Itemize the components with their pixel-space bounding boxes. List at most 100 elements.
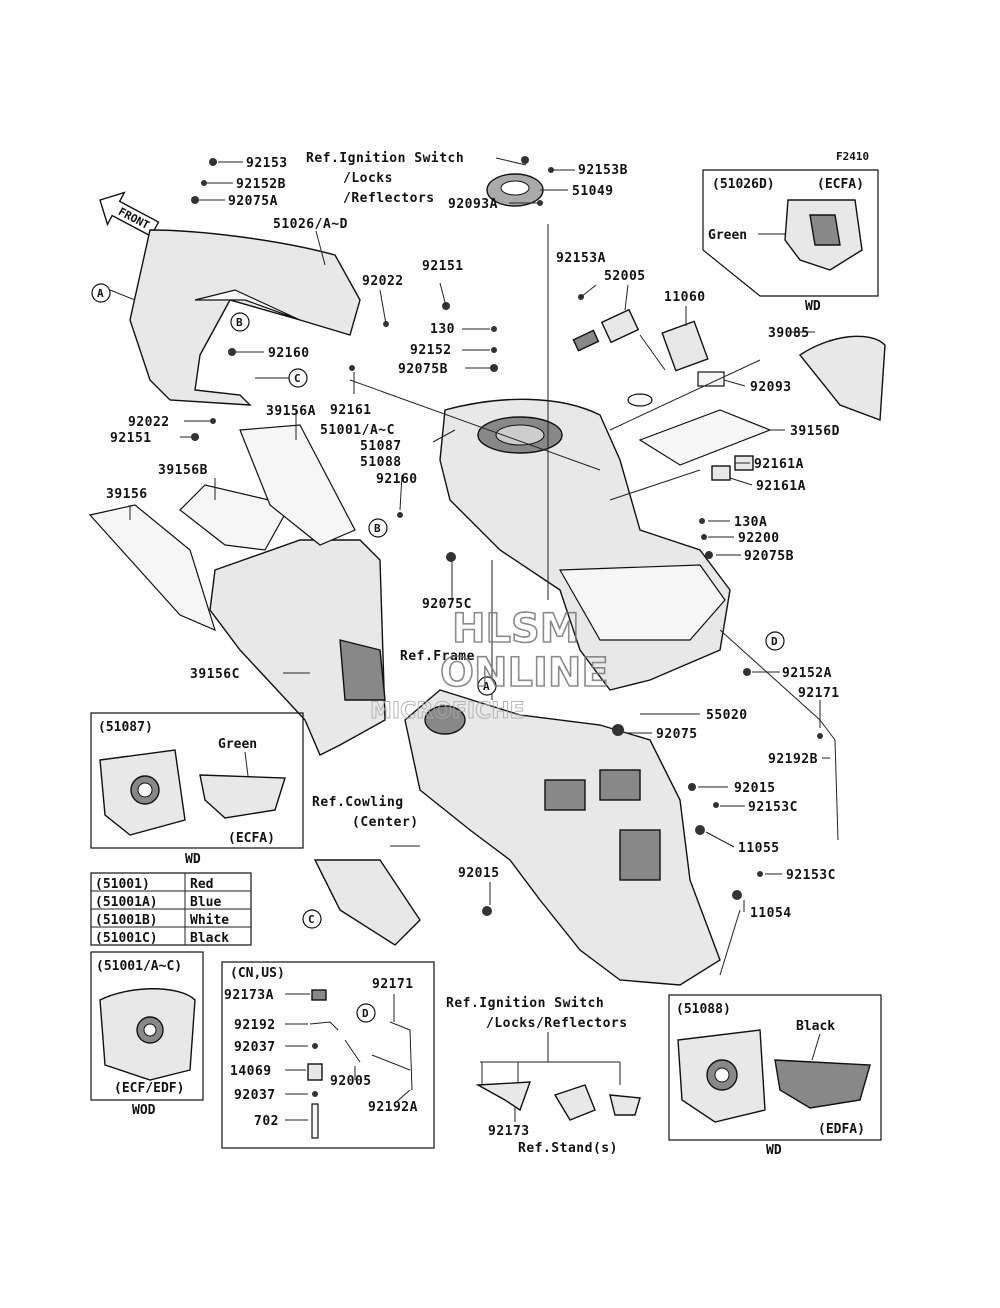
side-cover-part (209, 539, 386, 756)
pad-39156 (88, 504, 216, 632)
label-92152: 92152 (410, 343, 452, 358)
label-92075a: 92075A (228, 194, 278, 209)
ref-cowling-line2: (Center) (352, 815, 419, 830)
label-39085: 39085 (768, 326, 810, 341)
hose-92192b (819, 719, 839, 841)
inset-cnus-92005: 92005 (330, 1074, 372, 1089)
label-51001: 51001/A~C (320, 423, 395, 438)
diagram-code: F2410 (836, 150, 869, 163)
label-92153: 92153 (246, 156, 288, 171)
watermark: HLSM ONLINE MICROFICHE (370, 605, 610, 724)
label-92153b: 92153B (578, 163, 628, 178)
label-55020: 55020 (706, 708, 748, 723)
color-table-code: (51001C) (95, 931, 158, 946)
label-92152a: 92152A (782, 666, 832, 681)
color-table-code: (51001A) (95, 895, 158, 910)
inset-51088-footer: WD (766, 1143, 782, 1158)
label-92161a-1: 92161A (754, 457, 804, 472)
label-39156b: 39156B (158, 463, 208, 478)
label-92153c-1: 92153C (748, 800, 798, 815)
label-11060: 11060 (664, 290, 706, 305)
callout-c-1: C (255, 368, 308, 388)
label-11054: 11054 (750, 906, 792, 921)
callout-c-2: C (302, 909, 322, 929)
center-cowling-part (313, 859, 421, 946)
inset-51087: (51087) Green (ECFA) WD (90, 712, 304, 867)
label-92160-top: 92160 (268, 346, 310, 361)
label-92192b: 92192B (768, 752, 818, 767)
label-51026: 51026/A~D (273, 217, 348, 232)
inset-cnus-92192a: 92192A (368, 1100, 418, 1115)
label-92171-mid: 92171 (798, 686, 840, 701)
inset-51026d-footer: WD (805, 299, 821, 314)
inset-51088-region: (EDFA) (818, 1122, 865, 1137)
label-92153c-2: 92153C (786, 868, 836, 883)
watermark-line3: MICROFICHE (370, 699, 525, 724)
label-130a: 130A (734, 515, 767, 530)
label-51049: 51049 (572, 184, 614, 199)
inset-51087-footer: WD (185, 852, 201, 867)
callout-d-1: D (765, 631, 785, 651)
frame-part (404, 689, 721, 986)
label-92022-mid: 92022 (128, 415, 170, 430)
color-table-color: Black (190, 931, 229, 946)
label-92151-mid: 92151 (110, 431, 152, 446)
label-51088: 51088 (360, 455, 402, 470)
inset-51088: (51088) Black (EDFA) WD (668, 994, 882, 1158)
pad-39156a (239, 424, 356, 546)
stand-parts (475, 1032, 641, 1122)
ref-ignition-bottom-line1: Ref.Ignition Switch (446, 996, 604, 1011)
inset-51026d-region: (ECFA) (817, 177, 864, 192)
ref-ignition-top-line1: Ref.Ignition Switch (306, 151, 464, 166)
svg-text:A: A (97, 287, 104, 300)
color-table: (51001)Red(51001A)Blue(51001B)White(5100… (90, 872, 252, 946)
color-table-color: White (190, 913, 229, 928)
svg-text:D: D (771, 635, 778, 648)
callout-d-2: D (356, 1003, 376, 1023)
inset-51026d-code: (51026D) (712, 177, 775, 192)
watermark-line1: HLSM (452, 606, 580, 652)
label-39156d: 39156D (790, 424, 840, 439)
inset-51026d-color: Green (708, 228, 747, 243)
color-table-color: Blue (190, 895, 221, 910)
inset-cnus-92037-1: 92037 (234, 1040, 276, 1055)
upper-cover-part (129, 229, 361, 406)
label-92093: 92093 (750, 380, 792, 395)
pad-39156b (179, 484, 291, 551)
inset-cnus-title: (CN,US) (230, 966, 285, 981)
label-92075: 92075 (656, 727, 698, 742)
pad-92093 (697, 371, 725, 387)
inset-51001-region: (ECF/EDF) (114, 1081, 184, 1096)
part-labels: 92153 92152B 92075A 92153B 51049 92093A … (106, 156, 840, 1139)
color-table-code: (51001) (95, 877, 150, 892)
inset-cnus-92173a: 92173A (224, 988, 274, 1003)
inset-51087-code: (51087) (98, 720, 153, 735)
inset-51001-footer: WOD (132, 1103, 156, 1118)
ref-frame: Ref.Frame (400, 649, 475, 664)
inset-51001-code: (51001/A~C) (96, 959, 182, 974)
ref-stand: Ref.Stand(s) (518, 1141, 618, 1156)
svg-text:A: A (483, 680, 490, 693)
label-52005: 52005 (604, 269, 646, 284)
callout-b-1: B (230, 312, 250, 332)
callout-a-1: A (91, 283, 136, 303)
inset-cnus-14069: 14069 (230, 1064, 272, 1079)
svg-text:D: D (362, 1007, 369, 1020)
label-11055: 11055 (738, 841, 780, 856)
leader-lines (129, 157, 830, 976)
inset-51001: (51001/A~C) (ECF/EDF) WOD (90, 951, 204, 1118)
svg-text:B: B (374, 522, 381, 535)
svg-text:C: C (308, 913, 315, 926)
label-51087: 51087 (360, 439, 402, 454)
inset-cnus-92037-2: 92037 (234, 1088, 276, 1103)
color-table-code: (51001B) (95, 913, 158, 928)
ref-ignition-top-line2: /Locks (343, 171, 393, 186)
ref-ignition-bottom-line2: /Locks/Reflectors (486, 1016, 628, 1031)
block-92161a-1 (711, 465, 731, 481)
watermark-line2: ONLINE (440, 650, 609, 696)
label-92160-mid: 92160 (376, 472, 418, 487)
callout-b-2: B (368, 518, 388, 538)
fuel-pump-part (572, 308, 666, 407)
